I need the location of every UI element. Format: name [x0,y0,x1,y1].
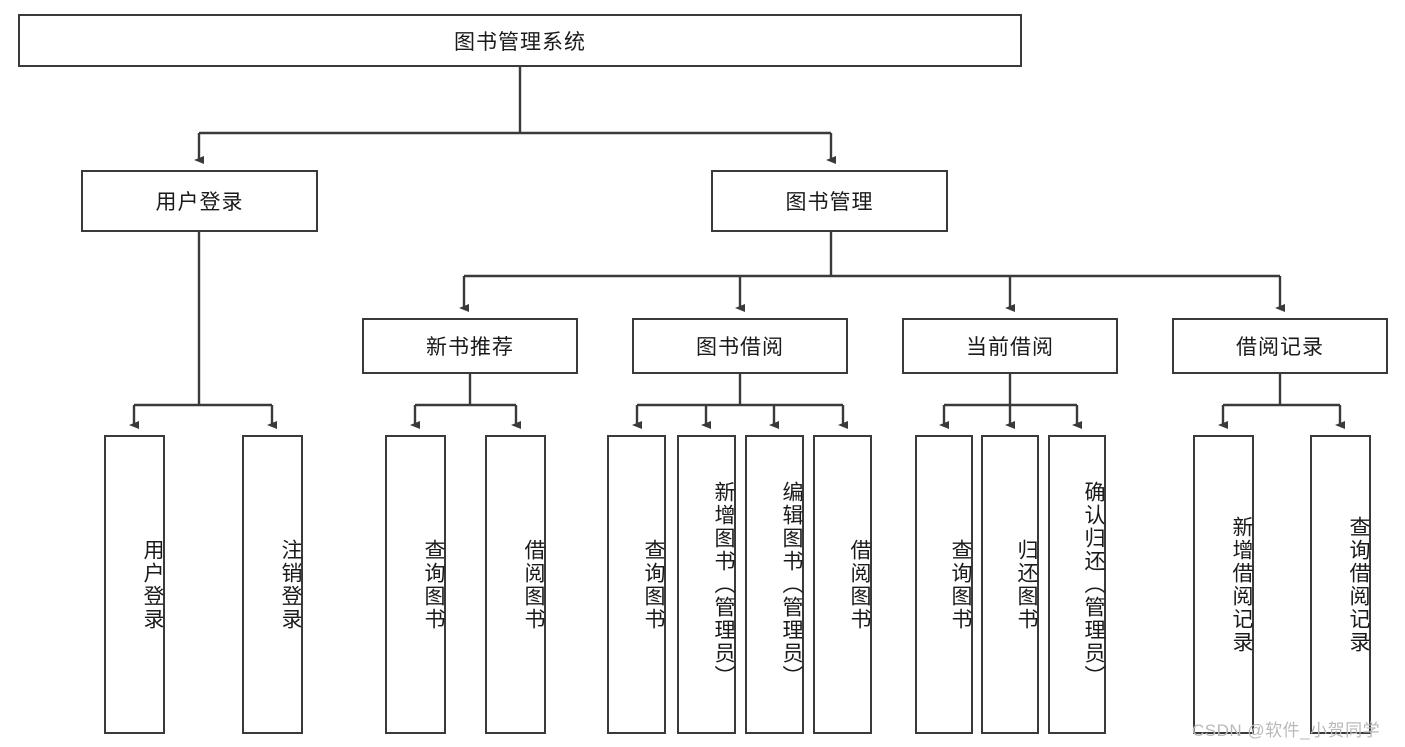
node-label: 图书管理 [785,191,874,214]
node-label: 图书借阅 [696,336,784,359]
leaf-label: 归还图书 [1015,538,1038,631]
node-root[interactable]: 图书管理系统 [18,14,1022,67]
leaf-return-book[interactable]: 归还图书 [981,435,1039,734]
leaf-query-borrow-record[interactable]: 查询借阅记录 [1310,435,1371,734]
node-label: 用户登录 [155,191,244,214]
leaf-edit-book-admin[interactable]: 编辑图书（管理员） [745,435,804,734]
leaf-label: 查询图书 [642,538,665,631]
leaf-logout[interactable]: 注销登录 [242,435,303,734]
leaf-query-book-recommend[interactable]: 查询图书 [385,435,446,734]
leaf-query-book-current[interactable]: 查询图书 [915,435,973,734]
node-current-borrow[interactable]: 当前借阅 [902,318,1118,374]
node-label: 当前借阅 [966,336,1054,359]
node-label: 新书推荐 [426,336,514,359]
leaf-confirm-return-admin[interactable]: 确认归还（管理员） [1048,435,1106,734]
node-root-label: 图书管理系统 [454,30,586,54]
leaf-borrow-book[interactable]: 借阅图书 [813,435,872,734]
leaf-label: 确认归还（管理员） [1082,481,1105,688]
leaf-label: 新增图书（管理员） [712,481,735,688]
leaf-label: 新增借阅记录 [1230,515,1253,654]
node-label: 借阅记录 [1236,336,1324,359]
leaf-label: 用户登录 [141,538,164,631]
leaf-add-book-admin[interactable]: 新增图书（管理员） [677,435,736,734]
leaf-add-borrow-record[interactable]: 新增借阅记录 [1193,435,1254,734]
leaf-label: 注销登录 [279,538,302,631]
leaf-label: 借阅图书 [522,538,545,631]
node-book-management[interactable]: 图书管理 [711,170,948,232]
leaf-label: 查询图书 [422,538,445,631]
leaf-label: 借阅图书 [848,538,871,631]
node-user-login[interactable]: 用户登录 [81,170,318,232]
leaf-user-login[interactable]: 用户登录 [104,435,165,734]
leaf-label: 查询图书 [949,538,972,631]
leaf-query-book-borrow[interactable]: 查询图书 [607,435,666,734]
leaf-label: 查询借阅记录 [1347,515,1370,654]
leaf-borrow-book-recommend[interactable]: 借阅图书 [485,435,546,734]
node-borrow-records[interactable]: 借阅记录 [1172,318,1388,374]
node-book-borrow[interactable]: 图书借阅 [632,318,848,374]
leaf-label: 编辑图书（管理员） [780,481,803,688]
csdn-watermark: CSDN @软件_小贺同学 [1192,721,1381,740]
node-new-book-recommend[interactable]: 新书推荐 [362,318,578,374]
